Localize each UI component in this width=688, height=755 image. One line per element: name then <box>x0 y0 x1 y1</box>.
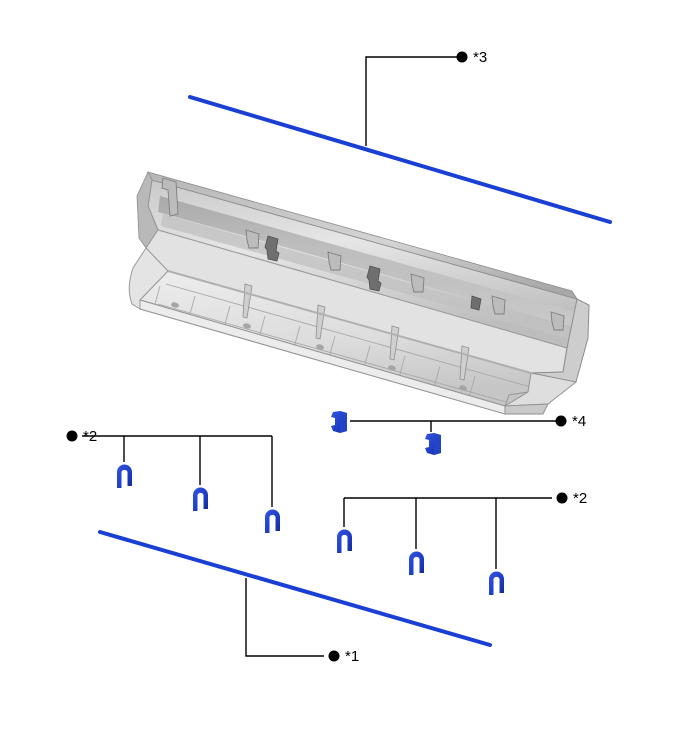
clip-u-3 <box>265 509 280 533</box>
retainer-clip-group-4 <box>331 411 441 455</box>
callout-leaders <box>82 56 561 657</box>
grille-fasteners <box>171 302 467 391</box>
callout-4-dot[interactable] <box>555 415 567 427</box>
panel-grille-shadow <box>167 270 532 374</box>
clip-u-2 <box>193 487 208 511</box>
panel-channel-clips <box>264 235 482 311</box>
clip-u-5 <box>409 551 424 575</box>
clip-u-1 <box>117 464 132 488</box>
clip-c-2 <box>425 433 441 455</box>
cowl-top-panel <box>128 171 590 415</box>
callout-1-leader <box>245 578 324 657</box>
callout-dots <box>66 51 568 662</box>
callout-3-dot[interactable] <box>456 51 468 63</box>
callout-label-3: *3 <box>473 49 487 66</box>
lower-blue-reference-line <box>98 530 492 647</box>
clip-group-2-left <box>117 464 280 533</box>
callout-2-left-dot[interactable] <box>66 430 78 442</box>
clip-c-1 <box>331 411 347 433</box>
callout-label-1: *1 <box>345 648 359 665</box>
callout-label-4: *4 <box>572 413 586 430</box>
callout-label-2-right: *2 <box>573 490 587 507</box>
callout-label-2-left: *2 <box>83 428 97 445</box>
clip-group-2-right <box>337 529 504 595</box>
panel-inner-channel <box>158 196 575 327</box>
callout-2-right-dot[interactable] <box>556 492 568 504</box>
panel-left-nose <box>128 247 169 310</box>
clip-u-6 <box>489 571 504 595</box>
panel-right-end-cap <box>530 298 590 383</box>
clip-u-4 <box>337 529 352 553</box>
panel-right-lower-return <box>504 403 549 415</box>
panel-mounting-tabs <box>161 177 565 331</box>
callout-1-dot[interactable] <box>328 650 340 662</box>
callout-3-leader <box>365 56 462 146</box>
upper-blue-reference-line <box>188 95 612 224</box>
